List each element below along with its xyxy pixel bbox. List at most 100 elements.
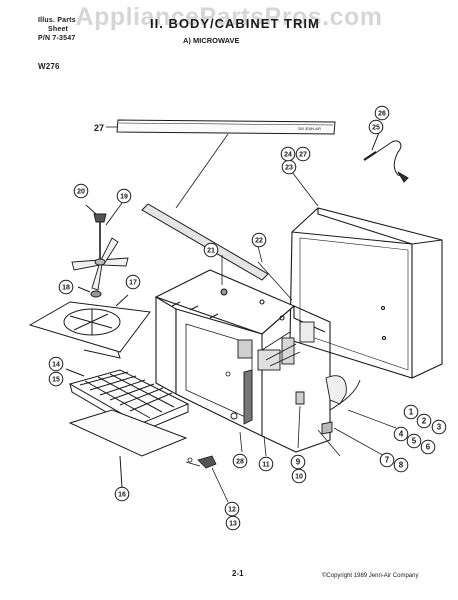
callout-c9: 9 xyxy=(290,454,306,470)
callout-c19: 19 xyxy=(116,188,132,204)
callout-circle xyxy=(406,433,422,449)
callout-number: 26 xyxy=(378,111,386,118)
callout-c17: 17 xyxy=(125,274,141,290)
stirrer-cover xyxy=(28,286,151,359)
callout-circle xyxy=(225,515,241,531)
callout-number: 9 xyxy=(296,458,301,467)
copyright: ©Copyright 1989 Jenn-Air Company xyxy=(322,573,419,579)
callout-circle xyxy=(48,356,64,372)
part-number: P/N 7-3547 xyxy=(38,35,76,42)
page-title: II. BODY/CABINET TRIM xyxy=(150,16,320,31)
callout-circle xyxy=(125,274,141,290)
callout-number: 2 xyxy=(422,417,427,426)
callout-c13: 13 xyxy=(225,515,241,531)
callout-number: 5 xyxy=(412,437,417,446)
callout-c25: 25 xyxy=(368,119,384,135)
stirrer-fan xyxy=(71,202,129,291)
callout-c10: 10 xyxy=(291,468,307,484)
callout-c16: 16 xyxy=(114,486,130,502)
callout-circle xyxy=(291,468,307,484)
callout-circle xyxy=(280,146,296,162)
callout-c21: 21 xyxy=(203,242,219,258)
callout-number: 1 xyxy=(409,408,414,417)
glass-tray xyxy=(68,409,188,489)
callout-number: 12 xyxy=(228,507,236,514)
watermark: AppliancePartsPros.com xyxy=(75,3,383,31)
leader-27 xyxy=(106,126,229,209)
callout-circle xyxy=(416,413,432,429)
trim-strip: 300 JENN-AIR xyxy=(116,119,336,135)
callout-c15: 15 xyxy=(48,371,64,387)
callout-number: 8 xyxy=(399,461,404,470)
callout-number: 24 xyxy=(284,152,292,159)
callout-circle xyxy=(116,188,132,204)
callout-circle xyxy=(58,279,74,295)
callout-c20: 20 xyxy=(73,183,89,199)
callout-number: 11 xyxy=(262,462,270,469)
callout-circle xyxy=(251,232,267,248)
model-number: W276 xyxy=(38,62,60,71)
page-number: 2-1 xyxy=(232,569,244,578)
temperature-probe xyxy=(363,129,409,183)
callout-circle xyxy=(379,452,395,468)
cabinet-wrapper xyxy=(289,207,443,379)
leader-23 xyxy=(291,171,319,207)
callout-circle xyxy=(431,419,447,435)
trim-label-27: 27 xyxy=(94,123,104,133)
callout-number: 16 xyxy=(118,492,126,499)
callout-number: 23 xyxy=(285,165,293,172)
screws-and-leaders xyxy=(185,245,397,503)
svg-text:300 JENN-AIR: 300 JENN-AIR xyxy=(298,127,321,131)
callout-c7: 7 xyxy=(379,452,395,468)
callout-c23: 23 xyxy=(281,159,297,175)
callout-number: 21 xyxy=(207,248,215,255)
callout-c11: 11 xyxy=(258,456,274,472)
callout-c5: 5 xyxy=(406,433,422,449)
callout-number: 4 xyxy=(399,430,404,439)
callout-number: 18 xyxy=(62,285,70,292)
callout-number: 17 xyxy=(129,280,137,287)
callout-circle xyxy=(258,456,274,472)
callout-c4: 4 xyxy=(393,426,409,442)
callout-circle xyxy=(114,486,130,502)
callout-circle xyxy=(203,242,219,258)
callout-number: 6 xyxy=(426,443,431,452)
callout-circle xyxy=(295,146,311,162)
callout-c28: 28 xyxy=(232,453,248,469)
header-line-1: Illus. Parts xyxy=(38,17,76,24)
callout-number: 13 xyxy=(229,521,237,528)
page-subtitle: A) MICROWAVE xyxy=(183,36,240,45)
callout-number: 15 xyxy=(52,377,60,384)
oven-rack xyxy=(65,368,190,433)
callout-circle xyxy=(403,404,419,420)
callout-c3: 3 xyxy=(431,419,447,435)
top-trim-bar xyxy=(141,203,269,281)
callout-c1: 1 xyxy=(403,404,419,420)
callout-c12: 12 xyxy=(224,501,240,517)
control-components xyxy=(230,321,361,435)
callout-circle xyxy=(232,453,248,469)
callout-c8: 8 xyxy=(393,457,409,473)
callout-circle xyxy=(393,426,409,442)
callout-circle xyxy=(420,439,436,455)
callout-circle xyxy=(393,457,409,473)
callout-number: 10 xyxy=(295,474,303,481)
callout-circle xyxy=(368,119,384,135)
callout-number: 28 xyxy=(236,459,244,466)
header-line-2: Sheet xyxy=(48,26,69,33)
callout-c24: 24 xyxy=(280,146,296,162)
callout-c27: 27 xyxy=(295,146,311,162)
callout-number: 7 xyxy=(385,456,390,465)
callout-number: 19 xyxy=(120,194,128,201)
callout-c14: 14 xyxy=(48,356,64,372)
callout-circle xyxy=(374,105,390,121)
callout-c26: 26 xyxy=(374,105,390,121)
callout-c6: 6 xyxy=(420,439,436,455)
callout-c18: 18 xyxy=(58,279,74,295)
callout-number: 3 xyxy=(437,423,442,432)
callout-number: 20 xyxy=(77,189,85,196)
callout-circle xyxy=(48,371,64,387)
callout-number: 14 xyxy=(52,362,60,369)
